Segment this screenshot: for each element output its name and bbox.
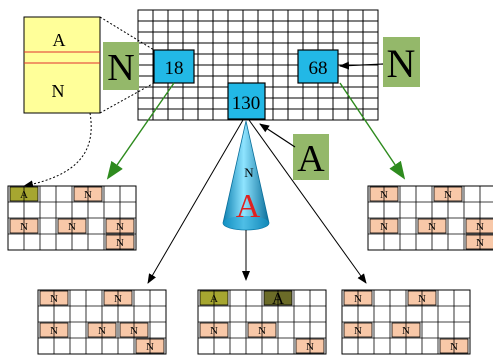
svg-text:N: N bbox=[107, 47, 134, 89]
zoom-line-top bbox=[99, 16, 155, 51]
arrow-68-to-right-page bbox=[339, 82, 406, 180]
svg-text:N: N bbox=[244, 165, 254, 180]
svg-text:18: 18 bbox=[165, 58, 184, 79]
label-n-left: N bbox=[103, 42, 139, 90]
svg-text:N: N bbox=[387, 41, 416, 86]
svg-text:N: N bbox=[52, 81, 65, 101]
label-n-right: N bbox=[383, 37, 420, 87]
cell-130: 130 bbox=[227, 82, 266, 120]
arrow-18-to-left-page bbox=[106, 82, 175, 180]
svg-text:68: 68 bbox=[309, 58, 328, 79]
page-note: A N bbox=[23, 16, 101, 114]
arrow-n-to-68 bbox=[339, 61, 384, 70]
svg-text:A: A bbox=[236, 188, 261, 225]
svg-text:A: A bbox=[297, 138, 325, 180]
cone: N A bbox=[222, 120, 270, 231]
svg-text:130: 130 bbox=[232, 93, 261, 114]
arrow-130-to-bottom-left bbox=[147, 119, 244, 284]
cell-18: 18 bbox=[153, 49, 195, 84]
dotted-curve-arrow bbox=[23, 112, 92, 189]
arrow-a-to-130 bbox=[259, 123, 296, 148]
cell-68: 68 bbox=[297, 49, 339, 84]
svg-text:A: A bbox=[53, 30, 66, 50]
arrow-130-to-bottom-right bbox=[248, 119, 367, 284]
label-a-mid: A bbox=[293, 134, 329, 180]
